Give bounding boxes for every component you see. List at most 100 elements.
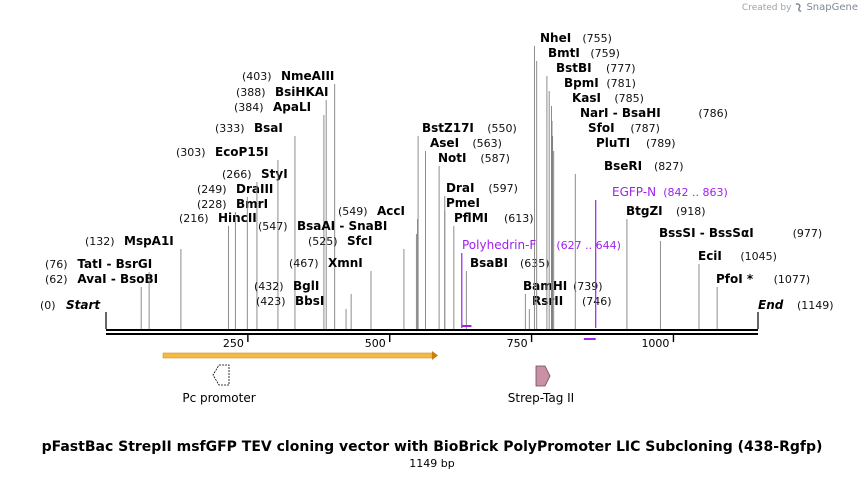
site-name: PflMI (454, 211, 488, 225)
credit-brand: SnapGene (806, 2, 858, 13)
site-name: PluTI (596, 136, 630, 150)
snapgene-logo-icon (796, 3, 802, 12)
backbone-top-strand (106, 329, 758, 331)
site-name: PmeI (446, 196, 480, 210)
start-position-label: (0) (40, 299, 56, 312)
restriction-site: (467) XmnI (289, 256, 372, 329)
site-position: (432) (254, 280, 284, 293)
site-name: NotI (438, 151, 467, 165)
site-name: StyI (261, 167, 288, 181)
site-position: (333) (215, 122, 245, 135)
axis-tick-label: 1000 (641, 337, 669, 350)
restriction-site: (132)MspA1I (85, 234, 182, 329)
site-name: BstBI (556, 61, 592, 75)
site-position: (786) (698, 107, 728, 120)
site-name: BglI (293, 279, 319, 293)
site-position: (549) (338, 205, 368, 218)
site-position: (977) (793, 227, 823, 240)
site-name: BamHI (523, 279, 567, 293)
end-position-label: (1149) (797, 299, 834, 312)
site-name: EcoP15I (215, 145, 269, 159)
start-label: Start (66, 298, 101, 312)
site-position: (547) (258, 220, 288, 233)
restriction-site: BtgZI (918) (626, 204, 706, 329)
site-position: (525) (308, 235, 338, 248)
site-position: (403) (242, 70, 272, 83)
primer-name: EGFP-N (612, 185, 656, 199)
site-name: BmrI (236, 197, 268, 211)
site-position: (550) (487, 122, 517, 135)
site-name: AseI (430, 136, 459, 150)
site-position: (739) (573, 280, 603, 293)
restriction-site: (547) BsaAI - SnaBI (258, 219, 417, 329)
restriction-site: RsrII (746) (528, 294, 612, 329)
restriction-site: BstZ17I (550) (417, 121, 517, 329)
promoter-bar-arrowhead (432, 351, 438, 360)
restriction-site: NotI (587) (438, 151, 510, 329)
site-position: (918) (676, 205, 706, 218)
promoter-label: Pc promoter (182, 391, 255, 405)
axis-tick-label: 750 (507, 337, 528, 350)
restriction-site: (303)EcoP15I (176, 145, 279, 329)
site-name: BtgZI (626, 204, 663, 218)
site-position: (759) (590, 47, 620, 60)
restriction-site: EciI(1045) (698, 249, 777, 329)
sequence-length: 1149 bp (409, 457, 455, 470)
snapgene-credit: Created by SnapGene (742, 2, 858, 13)
site-position: (597) (488, 182, 518, 195)
backbone-bottom-strand (106, 333, 758, 335)
site-position: (563) (472, 137, 502, 150)
restriction-site: (228)BmrI (197, 197, 268, 329)
axis-tick-label: 500 (365, 337, 386, 350)
site-name: AvaI - BsoBI (77, 272, 158, 286)
restriction-site: (388) BsiHKAI (236, 85, 329, 329)
site-position: (62) (45, 273, 68, 286)
restriction-site: (249) DraIII (197, 182, 273, 329)
restriction-site: BpmI(781) (548, 76, 636, 329)
site-name: XmnI (328, 256, 363, 270)
restriction-site: PfoI *(1077) (716, 272, 810, 329)
site-name: BsiHKAI (275, 85, 329, 99)
restriction-site: PluTI(789) (553, 136, 676, 329)
site-position: (746) (582, 295, 612, 308)
site-position: (266) (222, 168, 252, 181)
site-position: (587) (480, 152, 510, 165)
map-canvas: 250 500 750 1000 (0) Start End (1149) (62) AvaI -… (40, 31, 834, 405)
site-name: BsaBI (470, 256, 508, 270)
site-name: SfoI (588, 121, 615, 135)
site-position: (76) (45, 258, 68, 271)
restriction-site: (266) StyI (222, 167, 288, 329)
restriction-site: (62) AvaI - BsoBI (45, 272, 158, 329)
restriction-site: BssSI - BssSαI(977) (659, 226, 822, 329)
restriction-site: NarI - BsaHI(786) (551, 106, 728, 329)
strep-tag-label: Strep-Tag II (508, 391, 574, 405)
site-name: BsaAI - SnaBI (297, 219, 387, 233)
primer-range: (842 .. 863) (663, 186, 728, 199)
axis-tick-label: 250 (223, 337, 244, 350)
site-name: BseRI (604, 159, 642, 173)
site-position: (787) (630, 122, 660, 135)
site-position: (384) (234, 101, 264, 114)
credit-prefix: Created by (741, 2, 792, 13)
site-position: (467) (289, 257, 319, 270)
restriction-site: (403) NmeAIII (242, 69, 336, 329)
restriction-site: (525)SfcI (308, 234, 405, 329)
site-name: NmeAIII (281, 69, 334, 83)
site-position: (1045) (740, 250, 777, 263)
site-name: DraIII (236, 182, 273, 196)
site-position: (216) (179, 212, 209, 225)
restriction-site: AseI (563) (425, 136, 502, 329)
site-name: RsrII (532, 294, 563, 308)
restriction-site: BmtI(759) (536, 46, 620, 329)
site-name: BstZ17I (422, 121, 474, 135)
end-label: End (758, 298, 784, 312)
restriction-site: (549)AccI (338, 204, 418, 329)
promoter-bar (162, 352, 433, 359)
restriction-site: (216)HincII (179, 211, 257, 329)
site-name: ApaLI (273, 100, 311, 114)
site-position: (249) (197, 183, 227, 196)
restriction-site: PflMI(613) (453, 211, 534, 329)
promoter-arrow-icon (212, 364, 230, 386)
site-name: MspA1I (124, 234, 174, 248)
site-position: (388) (236, 86, 266, 99)
